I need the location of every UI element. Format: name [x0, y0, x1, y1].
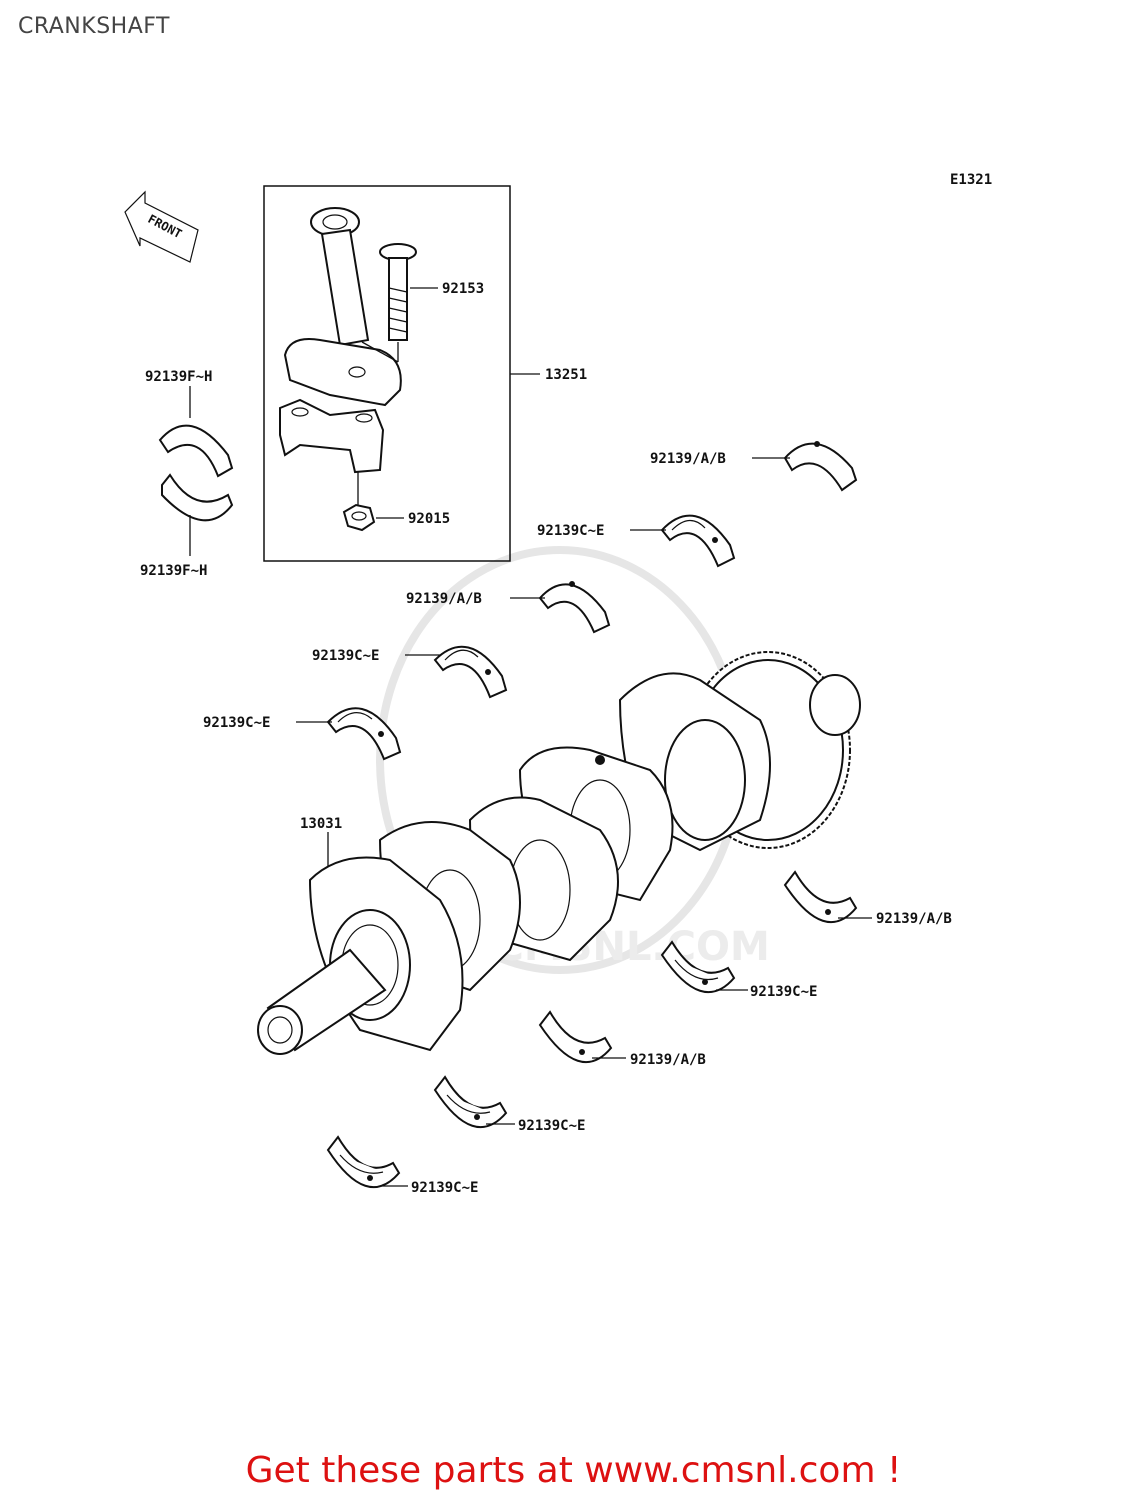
- main-bearing-upper-1-image: [783, 441, 858, 492]
- main-bearing-upper-4-image: [433, 645, 508, 699]
- label-92139AB-1: 92139/A/B: [650, 451, 726, 467]
- label-92153: 92153: [442, 281, 484, 297]
- rod-bearing-lower-image: [161, 473, 234, 522]
- main-bearing-upper-3-image: [538, 581, 611, 634]
- main-bearing-lower-3-image: [538, 1010, 613, 1064]
- label-92139CE-3: 92139C~E: [203, 715, 270, 731]
- bolt-image: [361, 243, 417, 363]
- crankshaft-image: [257, 651, 861, 1055]
- label-92139CE-1: 92139C~E: [537, 523, 604, 539]
- label-92139CE-5: 92139C~E: [518, 1118, 585, 1134]
- label-92015: 92015: [408, 511, 450, 527]
- main-bearing-upper-5-image: [326, 707, 402, 761]
- label-92139AB-3: 92139/A/B: [876, 911, 952, 927]
- main-bearing-lower-4-image: [433, 1075, 508, 1129]
- label-92139AB-2: 92139/A/B: [406, 591, 482, 607]
- front-arrow-icon: FRONT: [124, 190, 199, 263]
- label-92139AB-4: 92139/A/B: [630, 1052, 706, 1068]
- label-92139FH-top: 92139F~H: [145, 369, 212, 385]
- label-92139CE-6: 92139C~E: [411, 1180, 478, 1196]
- label-92139FH-bottom: 92139F~H: [140, 563, 207, 579]
- diagram-code: E1321: [950, 172, 992, 188]
- page-title: CRANKSHAFT: [18, 14, 170, 39]
- main-bearing-lower-1-image: [783, 870, 858, 924]
- rod-bearing-upper-image: [158, 424, 234, 478]
- main-bearing-lower-2-image: [660, 940, 736, 994]
- label-13251: 13251: [545, 367, 587, 383]
- footer-link[interactable]: Get these parts at www.cmsnl.com !: [245, 1450, 902, 1491]
- label-92139CE-4: 92139C~E: [750, 984, 817, 1000]
- label-13031: 13031: [300, 816, 342, 832]
- main-bearing-upper-2-image: [660, 514, 736, 568]
- label-92139CE-2: 92139C~E: [312, 648, 379, 664]
- connecting-rod-image: [279, 207, 402, 474]
- main-bearing-lower-5-image: [326, 1135, 401, 1189]
- nut-image: [342, 472, 376, 532]
